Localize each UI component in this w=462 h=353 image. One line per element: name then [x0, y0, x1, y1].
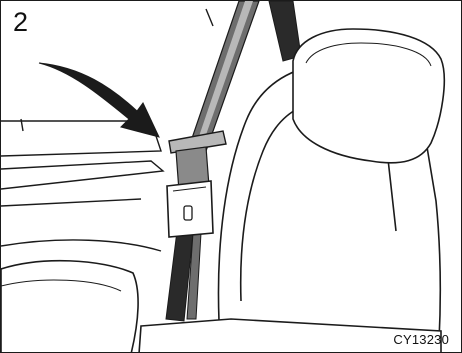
lap-belt	[166, 231, 201, 321]
buckle-tongue	[167, 181, 213, 237]
figure-code-label: CY13230	[393, 333, 449, 347]
headrest	[293, 29, 444, 163]
step-number-label: 2	[13, 9, 28, 36]
pointer-arrow	[39, 63, 159, 137]
